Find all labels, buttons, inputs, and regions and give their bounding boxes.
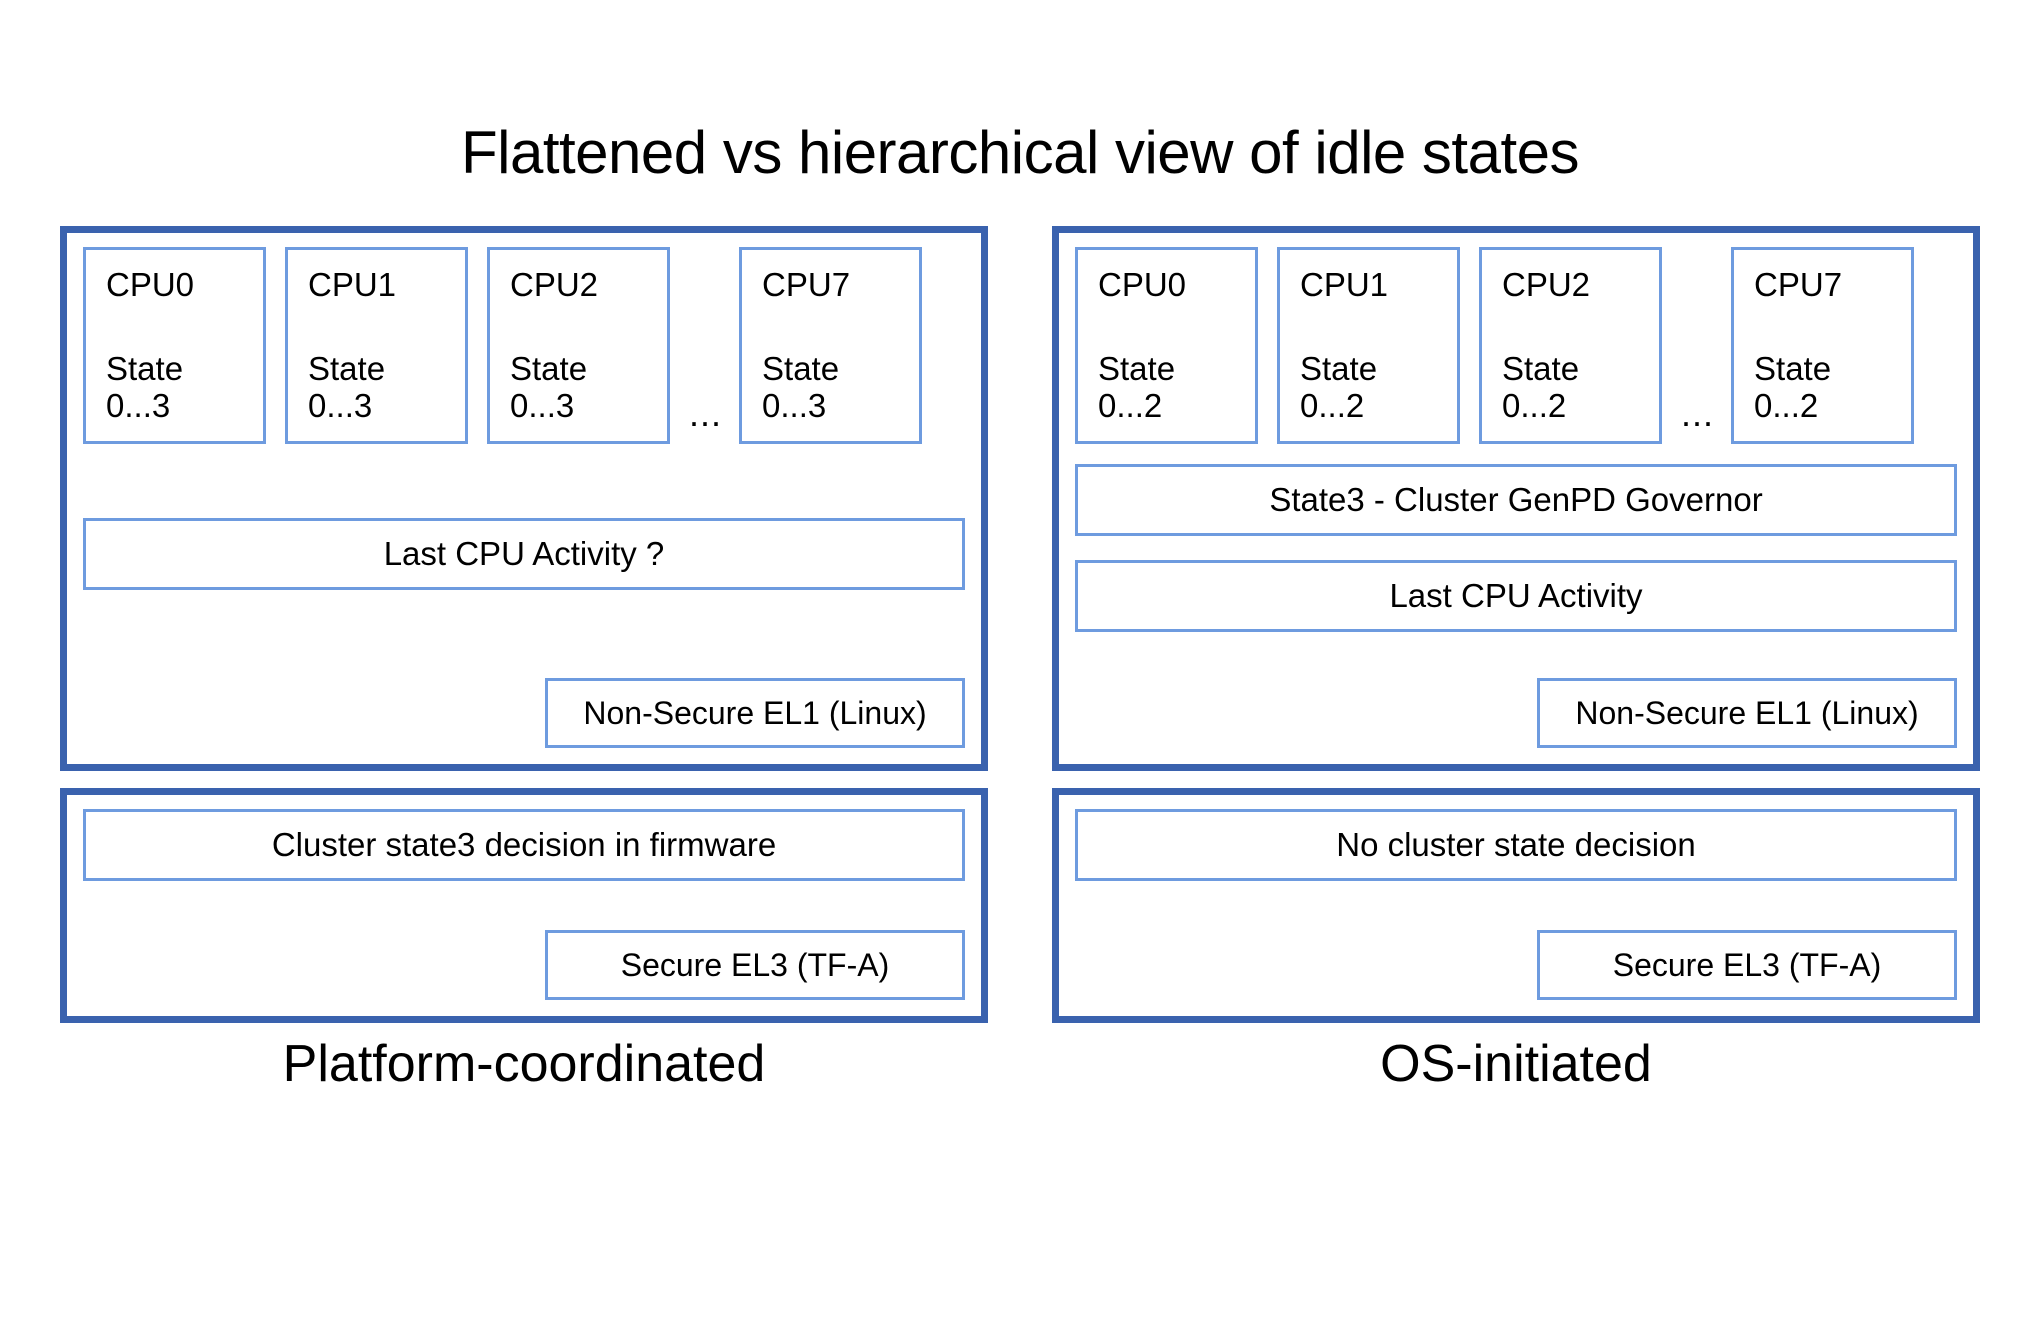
cpu-state-block: State 0...3 (106, 350, 184, 425)
cpu-box-cpu0-right: CPU0 State 0...2 (1075, 247, 1258, 444)
cpu-state-label: State (1754, 350, 1832, 388)
cluster-state-decision-bar-right: No cluster state decision (1075, 809, 1957, 881)
cpu-state-range: 0...3 (510, 387, 575, 425)
caption-os-initiated: OS-initiated (1380, 1035, 1652, 1093)
cpu-ellipsis-right: ... (1681, 393, 1715, 434)
secure-el3-tag-left: Secure EL3 (TF-A) (545, 930, 965, 1000)
cpu-state-label: State (510, 350, 588, 388)
cpu-box-cpu1-left: CPU1 State 0...3 (285, 247, 468, 444)
cpu-state-block: State 0...2 (1300, 350, 1378, 425)
firmware-panel-right: No cluster state decision Secure EL3 (TF… (1052, 788, 1980, 1023)
cpu-row-left: CPU0 State 0...3 CPU1 State 0...3 CPU2 S… (83, 247, 965, 444)
cpu-state-range: 0...2 (1098, 387, 1163, 425)
cpu-box-cpu7-right: CPU7 State 0...2 (1731, 247, 1915, 444)
cpu-label: CPU1 (1300, 266, 1389, 303)
cpu-state-block: State 0...3 (510, 350, 588, 425)
cpu-state-block: State 0...2 (1098, 350, 1176, 425)
cpu-box-cpu1-right: CPU1 State 0...2 (1277, 247, 1460, 444)
diagram-column-os-initiated: CPU0 State 0...2 CPU1 State 0...2 CPU2 S… (1052, 226, 1980, 1023)
cpu-state-range: 0...3 (308, 387, 373, 425)
cpu-state-block: State 0...2 (1754, 350, 1832, 425)
non-secure-el1-tag-right: Non-Secure EL1 (Linux) (1537, 678, 1957, 748)
cpu-state-block: State 0...3 (762, 350, 840, 425)
cpu-ellipsis-left: ... (689, 393, 723, 434)
cpu-label: CPU0 (106, 266, 195, 303)
cluster-state-decision-bar-left: Cluster state3 decision in firmware (83, 809, 965, 881)
cpu-state-range: 0...2 (1754, 387, 1819, 425)
os-panel-right: CPU0 State 0...2 CPU1 State 0...2 CPU2 S… (1052, 226, 1980, 771)
last-cpu-activity-bar-left: Last CPU Activity ? (83, 518, 965, 590)
cluster-genpd-governor-bar-right: State3 - Cluster GenPD Governor (1075, 464, 1957, 536)
diagram-column-platform-coordinated: CPU0 State 0...3 CPU1 State 0...3 CPU2 S… (60, 226, 988, 1023)
os-panel-left: CPU0 State 0...3 CPU1 State 0...3 CPU2 S… (60, 226, 988, 771)
caption-platform-coordinated: Platform-coordinated (282, 1035, 766, 1093)
cpu-state-label: State (1098, 350, 1176, 388)
cpu-state-label: State (1502, 350, 1580, 388)
page-title: Flattened vs hierarchical view of idle s… (460, 119, 1580, 186)
cpu-label: CPU7 (762, 266, 851, 303)
cpu-box-cpu2-left: CPU2 State 0...3 (487, 247, 670, 444)
cpu-label: CPU1 (308, 266, 397, 303)
cpu-state-label: State (762, 350, 840, 388)
cpu-state-range: 0...2 (1502, 387, 1567, 425)
cpu-box-cpu7-left: CPU7 State 0...3 (739, 247, 923, 444)
cpu-state-range: 0...3 (762, 387, 827, 425)
cpu-state-range: 0...3 (106, 387, 171, 425)
non-secure-el1-tag-left: Non-Secure EL1 (Linux) (545, 678, 965, 748)
cpu-row-right: CPU0 State 0...2 CPU1 State 0...2 CPU2 S… (1075, 247, 1957, 444)
cpu-label: CPU2 (1502, 266, 1591, 303)
cpu-box-cpu2-right: CPU2 State 0...2 (1479, 247, 1662, 444)
cpu-state-label: State (106, 350, 184, 388)
cpu-label: CPU7 (1754, 266, 1843, 303)
firmware-panel-left: Cluster state3 decision in firmware Secu… (60, 788, 988, 1023)
cpu-state-block: State 0...3 (308, 350, 386, 425)
cpu-state-label: State (308, 350, 386, 388)
last-cpu-activity-bar-right: Last CPU Activity (1075, 560, 1957, 632)
cpu-state-range: 0...2 (1300, 387, 1365, 425)
cpu-label: CPU2 (510, 266, 599, 303)
secure-el3-tag-right: Secure EL3 (TF-A) (1537, 930, 1957, 1000)
cpu-state-label: State (1300, 350, 1378, 388)
cpu-box-cpu0-left: CPU0 State 0...3 (83, 247, 266, 444)
cpu-state-block: State 0...2 (1502, 350, 1580, 425)
cpu-label: CPU0 (1098, 266, 1187, 303)
